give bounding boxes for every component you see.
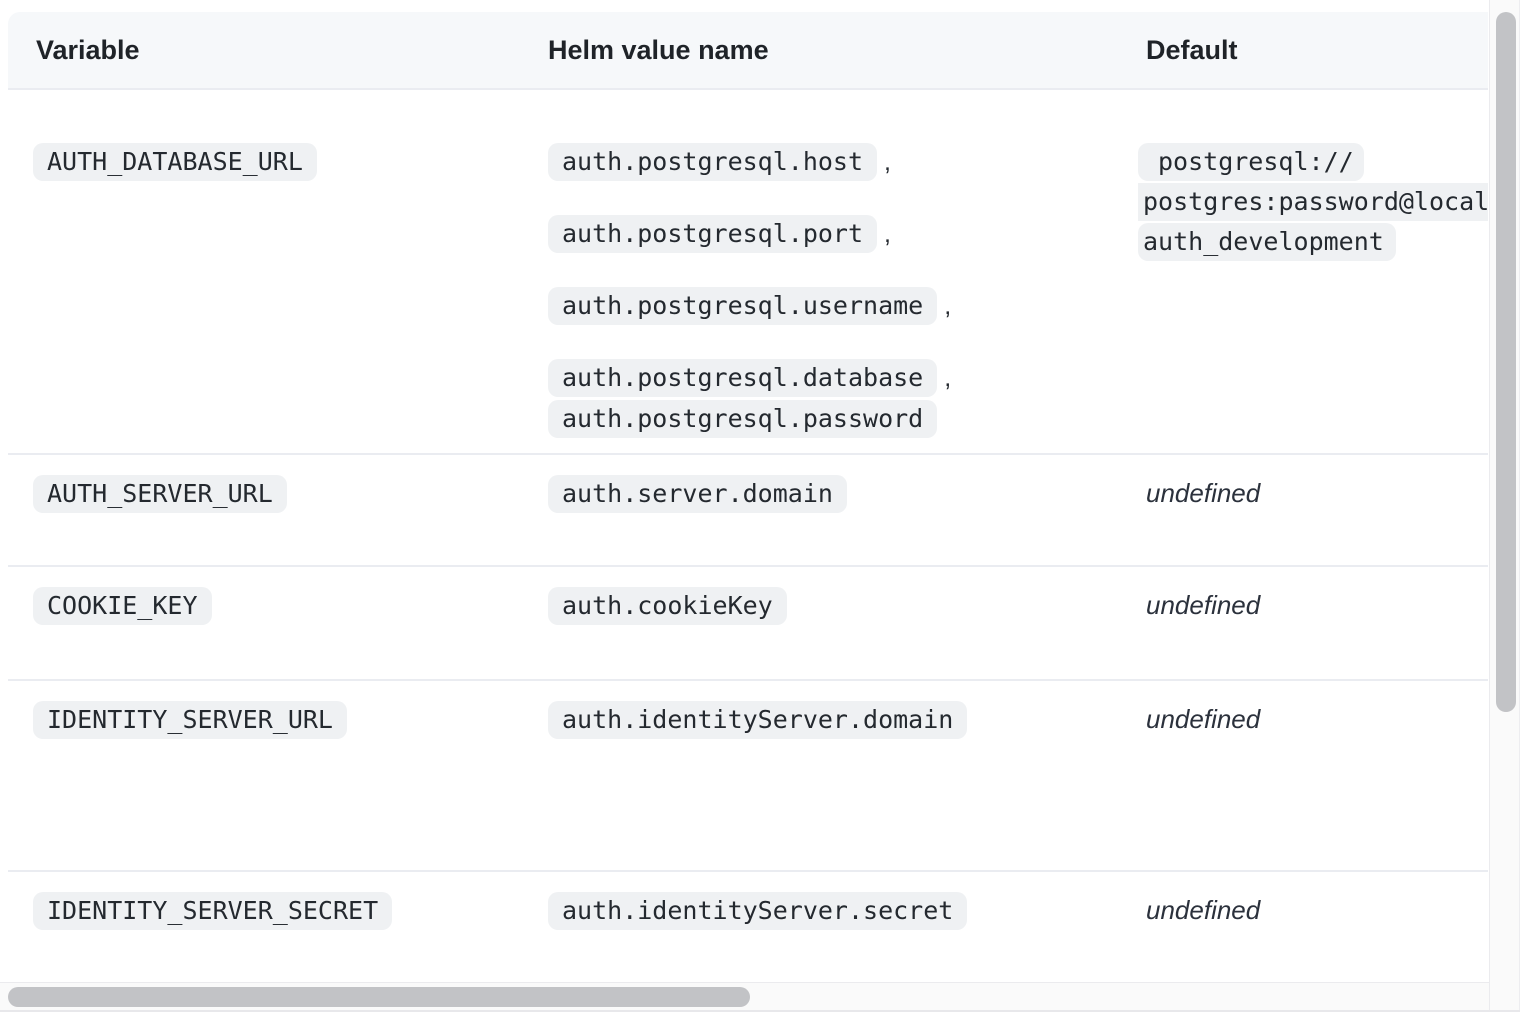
- default-cell: undefined: [1138, 567, 1488, 679]
- default-undefined-text: undefined: [1146, 895, 1261, 925]
- separator-comma: ,: [944, 292, 952, 320]
- helm-value-cell: auth.server.domain: [548, 455, 1138, 565]
- env-variables-table: Variable Helm value name Default AUTH_DA…: [8, 12, 1488, 980]
- default-cell: undefined: [1138, 681, 1488, 870]
- default-cell: undefined: [1138, 872, 1488, 980]
- table-row-auth-database-url: AUTH_DATABASE_URL auth.postgresql.host, …: [8, 90, 1488, 455]
- table-row-identity-server-secret: IDENTITY_SERVER_SECRET auth.identityServ…: [8, 872, 1488, 980]
- separator-comma: ,: [944, 364, 952, 392]
- column-header-helm-value-name: Helm value name: [548, 34, 769, 65]
- helm-value-cell: auth.cookieKey: [548, 567, 1138, 679]
- variable-cell: COOKIE_KEY: [8, 567, 548, 679]
- default-value-code: auth_development: [1138, 223, 1396, 261]
- vertical-scrollbar-thumb[interactable]: [1496, 12, 1516, 712]
- default-value-code: postgresql://: [1138, 143, 1364, 181]
- table-header-row: Variable Helm value name Default: [8, 12, 1488, 90]
- variable-code-chip: AUTH_SERVER_URL: [33, 475, 287, 513]
- default-undefined-text: undefined: [1146, 478, 1261, 508]
- default-value-code: postgres:password@local: [1138, 183, 1488, 221]
- helm-value-cell: auth.identityServer.secret: [548, 872, 1138, 980]
- variable-cell: AUTH_DATABASE_URL: [8, 90, 548, 453]
- variable-code-chip: COOKIE_KEY: [33, 587, 212, 625]
- table-row-cookie-key: COOKIE_KEY auth.cookieKey undefined: [8, 567, 1488, 681]
- default-undefined-text: undefined: [1146, 704, 1261, 734]
- helm-value-code-chip: auth.server.domain: [548, 475, 847, 513]
- horizontal-scrollbar-track[interactable]: [0, 982, 1519, 1010]
- column-header-default: Default: [1146, 34, 1238, 65]
- variable-cell: AUTH_SERVER_URL: [8, 455, 548, 565]
- default-cell: postgresql:// postgres:password@local au…: [1138, 90, 1488, 453]
- variable-code-chip: IDENTITY_SERVER_SECRET: [33, 892, 393, 930]
- default-cell: undefined: [1138, 455, 1488, 565]
- helm-value-code-chip: auth.postgresql.port: [548, 215, 878, 253]
- helm-value-cell: auth.postgresql.host, auth.postgresql.po…: [548, 90, 1138, 453]
- variable-cell: IDENTITY_SERVER_URL: [8, 681, 548, 870]
- container-bottom-border: [0, 1010, 1520, 1012]
- separator-comma: ,: [884, 220, 891, 248]
- default-undefined-text: undefined: [1146, 590, 1261, 620]
- helm-value-code-chip: auth.postgresql.host: [548, 143, 878, 181]
- variable-cell: IDENTITY_SERVER_SECRET: [8, 872, 548, 980]
- vertical-scrollbar-track[interactable]: [1489, 0, 1519, 1010]
- helm-value-code-chip: auth.identityServer.domain: [548, 701, 968, 739]
- helm-value-code-chip: auth.cookieKey: [548, 587, 787, 625]
- variable-code-chip: IDENTITY_SERVER_URL: [33, 701, 347, 739]
- helm-value-cell: auth.identityServer.domain: [548, 681, 1138, 870]
- container-right-border: [1519, 0, 1520, 1012]
- table-row-identity-server-url: IDENTITY_SERVER_URL auth.identityServer.…: [8, 681, 1488, 872]
- helm-value-code-chip: auth.identityServer.secret: [548, 892, 968, 930]
- separator-comma: ,: [884, 148, 891, 176]
- table: Variable Helm value name Default AUTH_DA…: [8, 12, 1488, 980]
- helm-value-code-chip: auth.postgresql.password: [548, 400, 938, 438]
- column-header-variable: Variable: [36, 34, 140, 65]
- helm-value-code-chip: auth.postgresql.database: [548, 359, 938, 397]
- variable-code-chip: AUTH_DATABASE_URL: [33, 143, 317, 181]
- horizontal-scrollbar-thumb[interactable]: [8, 987, 750, 1007]
- table-row-auth-server-url: AUTH_SERVER_URL auth.server.domain undef…: [8, 455, 1488, 567]
- helm-value-code-chip: auth.postgresql.username: [548, 287, 938, 325]
